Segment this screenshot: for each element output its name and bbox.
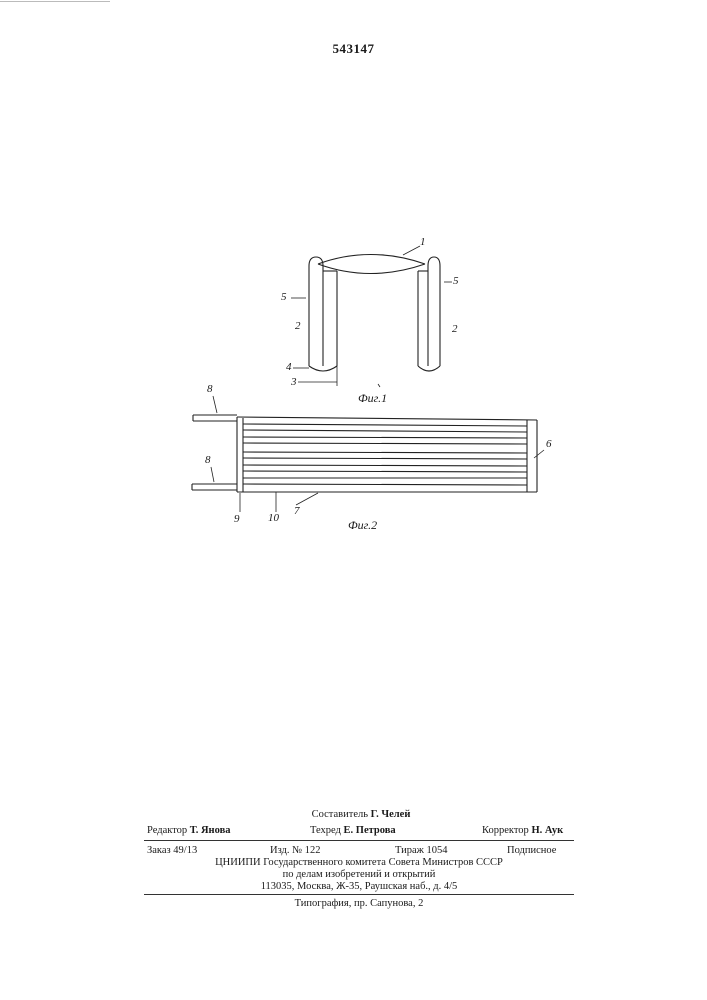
compiler-role: Составитель [312,809,368,820]
imprint-compiler: Составитель Г. Челей [236,808,486,821]
imprint-techred: Техред Е. Петрова [310,824,396,837]
imprint-rule-top [144,840,574,841]
fig2-label-10: 10 [268,512,279,524]
compiler-name: Г. Челей [371,809,411,820]
fig2-label-9: 9 [234,513,240,525]
fig2-label-6: 6 [546,438,552,450]
fig1-label-2-right: 2 [452,323,458,335]
corrector-name: Н. Аук [531,825,563,836]
techred-role: Техред [310,825,341,836]
imprint-rule-bottom [144,894,574,895]
imprint-corrector: Корректор Н. Аук [482,824,563,837]
editor-role: Редактор [147,825,187,836]
fig2-label-8-top: 8 [207,383,213,395]
editor-name: Т. Янова [190,825,231,836]
fig1-label-4: 4 [286,361,292,373]
fig1-label-5-right: 5 [453,275,459,287]
fig1-label-1: 1 [420,236,426,248]
techred-name: Е. Петрова [344,825,396,836]
fig2-label-7: 7 [294,505,300,517]
address: 113035, Москва, Ж-35, Раушская наб., д. … [144,880,574,893]
fig2-label-8-bottom: 8 [205,454,211,466]
figure-1-drawing [291,246,452,387]
printer: Типография, пр. Сапунова, 2 [144,897,574,910]
fig1-caption: Фиг.1 [358,391,387,406]
corrector-role: Корректор [482,825,529,836]
fig2-caption: Фиг.2 [348,518,377,533]
figure-2-drawing [192,396,544,512]
fig1-label-5-left: 5 [281,291,287,303]
fig1-label-3: 3 [291,376,297,388]
imprint-editor: Редактор Т. Янова [147,824,231,837]
fig1-label-2-left: 2 [295,320,301,332]
